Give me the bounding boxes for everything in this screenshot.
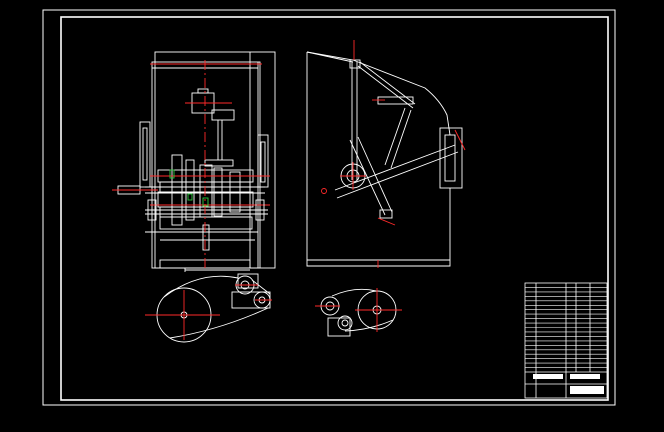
belt-drive-view-left (145, 273, 272, 343)
side-view (306, 40, 466, 268)
title-block-name-field (533, 374, 563, 379)
title-block-rows (525, 287, 607, 368)
title-block-company-field (570, 386, 604, 394)
front-view (112, 51, 276, 272)
belt-drive-view-right (315, 288, 402, 337)
title-block-drawing-number-field (570, 374, 600, 379)
sheet-border (42, 9, 616, 406)
